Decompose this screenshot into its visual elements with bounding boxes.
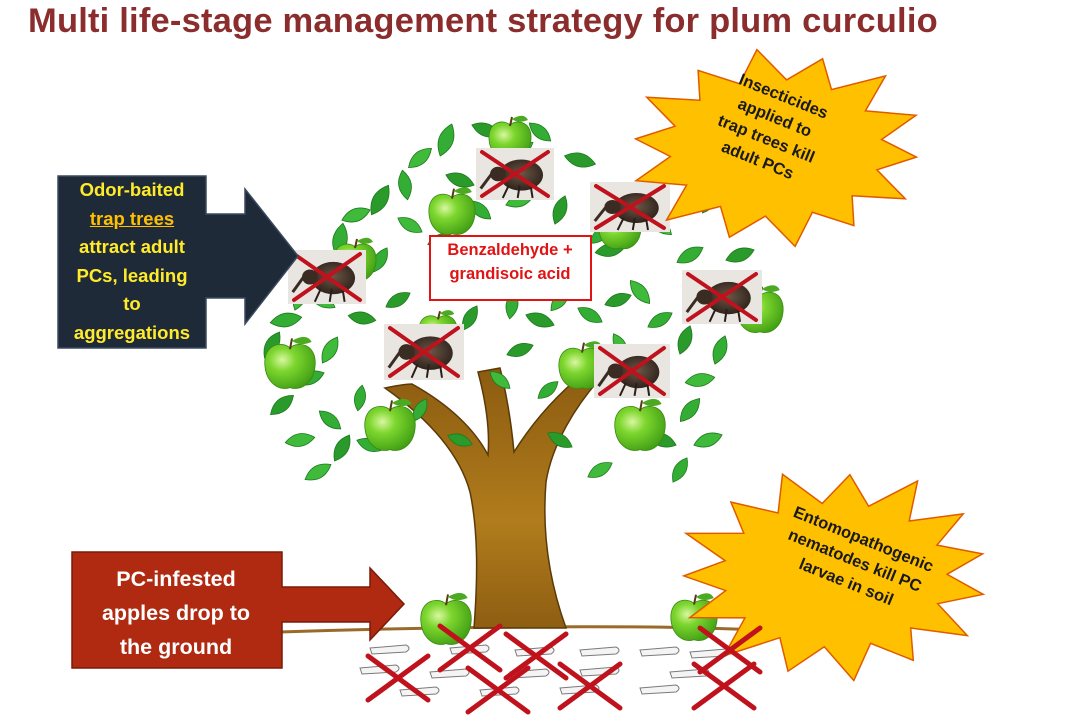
leaf	[437, 123, 455, 157]
larva	[369, 644, 410, 655]
larva	[429, 668, 470, 679]
odor-box-text: Odor-baited trap trees attract adult PCs…	[58, 176, 206, 347]
apple	[614, 398, 666, 451]
weevil-image	[476, 148, 554, 200]
leaf	[318, 410, 342, 430]
kill-cross	[465, 665, 531, 715]
slide-title: Multi life-stage management strategy for…	[28, 2, 938, 40]
weevil-image	[594, 344, 670, 398]
kill-cross	[691, 661, 757, 711]
kill-cross	[365, 653, 431, 703]
apple	[364, 398, 416, 451]
odor-line-1: Odor-baited	[79, 179, 185, 200]
drop-line-2: apples drop to	[101, 601, 251, 625]
leaf	[563, 152, 597, 168]
leaf	[552, 195, 568, 225]
kill-cross	[503, 631, 569, 681]
leaf	[547, 432, 573, 448]
weevil-image	[288, 250, 366, 304]
odor-line-3: attract adult	[79, 236, 185, 257]
lure-text: Benzaldehyde + grandisoic acid	[430, 238, 590, 286]
leaf	[712, 335, 728, 365]
leaf	[408, 147, 432, 169]
kill-cross	[557, 661, 623, 711]
leaf	[398, 169, 412, 201]
leaf	[677, 325, 693, 355]
leaf	[693, 432, 723, 448]
odor-line-6: aggregations	[73, 321, 191, 343]
leaf	[676, 246, 704, 264]
leaf	[489, 371, 511, 389]
weevil-image	[682, 270, 762, 324]
weevil-images	[288, 148, 762, 398]
tree-trunk	[383, 360, 607, 629]
larva	[639, 684, 680, 695]
lure-box	[429, 235, 592, 301]
leaf	[587, 462, 613, 478]
drop-box	[71, 551, 406, 669]
apple	[420, 592, 472, 645]
leaf	[462, 305, 478, 331]
larva	[639, 646, 680, 657]
leaf	[506, 343, 534, 357]
leaf	[284, 433, 316, 447]
leaf	[528, 122, 552, 142]
apple	[264, 336, 316, 389]
drop-box-text: PC-infested apples drop to the ground	[72, 562, 280, 664]
odor-line-4: PCs, leading	[76, 264, 188, 286]
leaf	[353, 384, 367, 412]
larva	[579, 646, 620, 657]
lure-line-2: grandisoic acid	[449, 265, 571, 283]
odor-box	[57, 175, 299, 349]
leaf	[385, 292, 411, 308]
leaf	[725, 247, 755, 263]
kill-cross	[437, 623, 503, 673]
leaf	[577, 307, 603, 323]
leaf	[525, 312, 555, 328]
leaf	[347, 311, 377, 325]
insecticide-burst	[633, 48, 919, 248]
drop-line-3: the ground	[119, 635, 233, 659]
kill-crosses	[365, 623, 763, 715]
leaf	[370, 184, 390, 216]
weevil-image	[384, 324, 464, 380]
leaf	[321, 336, 339, 364]
leaf	[304, 463, 332, 481]
leaf	[269, 312, 303, 328]
apple	[428, 187, 476, 235]
leaf	[397, 217, 423, 233]
leaf	[412, 398, 428, 422]
odor-line-5: to	[123, 293, 141, 314]
lure-line-1: Benzaldehyde +	[447, 241, 573, 259]
weevil-image	[590, 182, 670, 232]
leaf	[270, 394, 294, 416]
leaf	[629, 280, 651, 304]
leaf	[604, 293, 632, 307]
leaf	[647, 312, 673, 328]
leaf	[341, 207, 371, 223]
leaf	[447, 433, 473, 447]
leaf	[333, 434, 351, 462]
leaf	[684, 373, 716, 387]
drop-line-1: PC-infested	[116, 567, 236, 591]
leaf	[445, 172, 475, 188]
trap-trees-label: trap trees	[89, 207, 175, 229]
leaf	[672, 457, 688, 483]
leaf	[537, 381, 559, 399]
leaf	[679, 398, 701, 422]
